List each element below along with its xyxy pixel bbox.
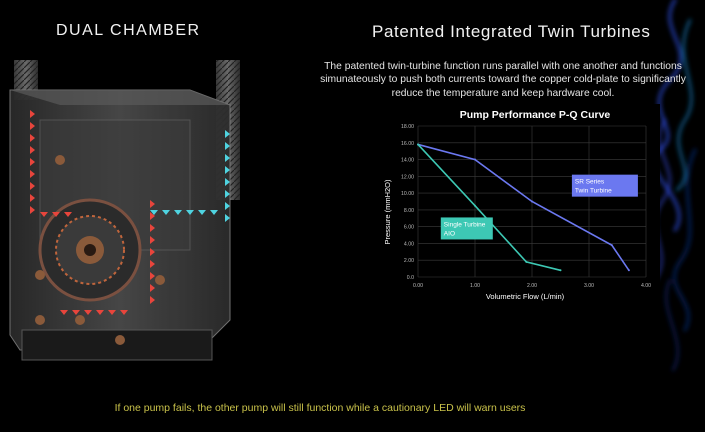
description-line: simunateously to push both currents towa… (320, 74, 686, 86)
series-point (610, 244, 613, 247)
series-label-text: SR Series (575, 179, 605, 186)
x-tick-label: 1.00 (470, 283, 480, 289)
y-tick-label: 14.00 (401, 158, 414, 164)
y-tick-label: 16.00 (401, 141, 414, 147)
description-line: The patented twin-turbine function runs … (324, 61, 682, 72)
pq-curve-chart: Pump Performance P-Q Curve 0.0 2.00 4.00 6.… (380, 104, 660, 304)
dual-chamber-heading: DUAL CHAMBER (56, 22, 201, 39)
series-point (417, 143, 419, 146)
series-label-text: AIO (444, 230, 455, 237)
screws (35, 155, 165, 345)
description-line: reduce the temperature and keep hardware… (391, 87, 615, 99)
red-flow-arrows (30, 110, 155, 315)
series-label-text: Twin Turbine (575, 188, 612, 195)
description-text: The patented twin-turbine function runs … (318, 60, 688, 100)
series-point (525, 260, 528, 263)
series-point (531, 200, 533, 203)
y-tick-label: 6.00 (404, 225, 414, 231)
x-tick-label: 2.00 (527, 283, 537, 289)
series-line (417, 143, 561, 272)
chart-title: Pump Performance P-Q Curve (460, 109, 611, 121)
y-tick-label: 12.00 (401, 174, 414, 180)
y-tick-label: 4.00 (404, 241, 414, 247)
series-point (474, 158, 476, 161)
series-point (559, 269, 562, 272)
y-tick-label: 8.00 (404, 208, 414, 214)
twin-turbines-heading: Patented Integrated Twin Turbines (372, 22, 651, 41)
y-tick-label: 10.00 (401, 191, 414, 197)
series-label-box (440, 217, 493, 240)
y-tick-label: 18.00 (401, 124, 414, 130)
series-label-text: Single Turbine (444, 221, 486, 228)
x-tick-label: 3.00 (584, 283, 594, 289)
smoke-decoration (652, 0, 697, 371)
series-label-box (571, 174, 638, 197)
y-tick-label: 0.0 (407, 275, 414, 281)
cyan-flow-arrows (150, 130, 230, 222)
y-tick-label: 2.00 (404, 258, 414, 264)
x-tick-label: 4.00 (641, 283, 651, 289)
series-point (627, 269, 630, 272)
chart-series (417, 143, 630, 272)
x-tick-label: 0.00 (413, 283, 423, 289)
chart-ticks: 0.0 2.00 4.00 6.00 8.00 10.00 12.00 14.00 16.00 1… (401, 124, 651, 289)
impeller (38, 198, 142, 302)
series-point (474, 204, 476, 207)
chart-ylabel: Pressure (mmH2O) (383, 179, 392, 245)
chart-xlabel: Volumetric Flow (L/min) (486, 292, 565, 301)
footer-note: If one pump fails, the other pump will s… (114, 402, 526, 414)
pump-illustration (9, 60, 240, 361)
